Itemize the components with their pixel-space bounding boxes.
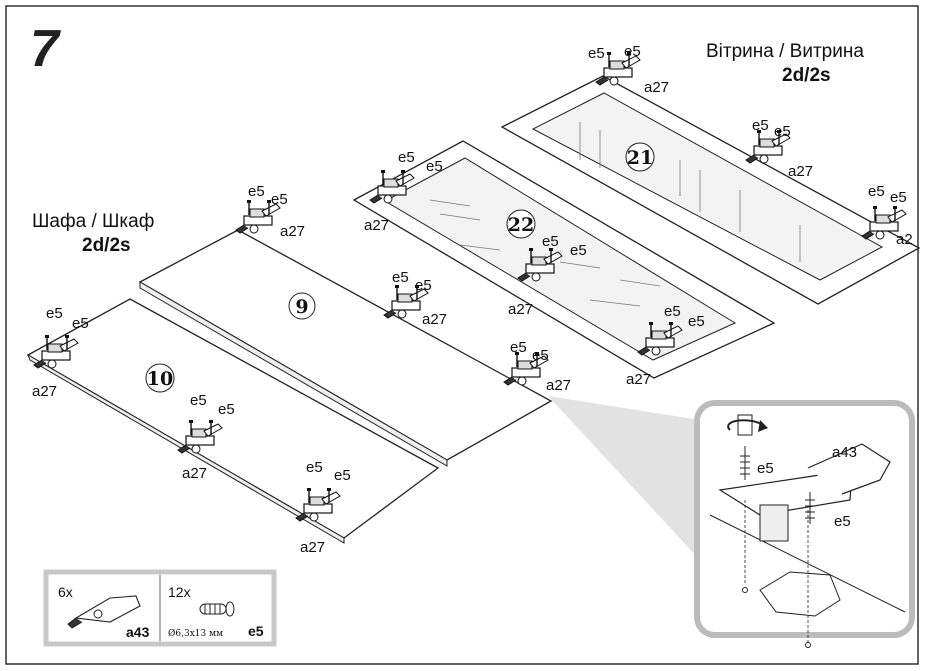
screw-label: e5 [46, 305, 63, 322]
screw-label: e5 [248, 183, 265, 200]
screw-label: e5 [570, 242, 587, 259]
hinge-label: a27 [364, 217, 389, 234]
screw-label: e5 [426, 158, 443, 175]
page-frame [5, 5, 919, 665]
screw-label: e5 [510, 339, 527, 356]
legend-screw-qty: 12x [168, 584, 191, 600]
screw-label: e5 [398, 149, 415, 166]
detail-callout-beam [548, 396, 700, 560]
screw-label: e5 [868, 183, 885, 200]
hinge-label: a27 [300, 539, 325, 556]
legend-hinge-code: a43 [126, 624, 150, 640]
screw-label: e5 [542, 233, 559, 250]
part-label-21: 21 [627, 147, 653, 169]
screw-label: e5 [271, 191, 288, 208]
detail-screw-label: e5 [834, 513, 851, 530]
cabinet-title: Шафа / Шкаф [32, 211, 154, 232]
detail-hinge-label: a43 [832, 444, 857, 461]
legend-screw-icon [199, 601, 235, 617]
screw-label: e5 [306, 459, 323, 476]
hardware-legend [43, 569, 277, 647]
screw-label: e5 [664, 303, 681, 320]
screw-label: e5 [415, 277, 432, 294]
screw-label: e5 [890, 189, 907, 206]
legend-hinge-icon [67, 595, 141, 629]
part-label-9: 9 [295, 296, 308, 318]
hinge-label: a27 [280, 223, 305, 240]
hinge-label: a27 [644, 79, 669, 96]
part-label-22: 22 [508, 214, 534, 236]
detail-screw-label: e5 [757, 460, 774, 477]
step-number: 7 [30, 20, 61, 78]
hinge-detail-inset [694, 400, 915, 648]
screw-label: e5 [218, 401, 235, 418]
hinge-label: a27 [626, 371, 651, 388]
hinge-label: a27 [182, 465, 207, 482]
legend-screw-size: Ø6,3x13 мм [168, 628, 223, 639]
hinge-label: a27 [32, 383, 57, 400]
screw-label: e5 [774, 123, 791, 140]
screw-label: e5 [190, 392, 207, 409]
hinge-label: a27 [788, 163, 813, 180]
showcase-title: Вітрина / Витрина [706, 41, 864, 62]
legend-hinge-qty: 6x [58, 584, 73, 600]
screw-label: e5 [72, 315, 89, 332]
hinge-label: a2 [896, 231, 913, 248]
hinge-label: a27 [508, 301, 533, 318]
legend-screw-code: e5 [248, 623, 264, 639]
cabinet-subtitle: 2d/2s [82, 235, 131, 256]
screw-label: e5 [334, 467, 351, 484]
part-label-10: 10 [147, 368, 173, 390]
screw-label: e5 [532, 347, 549, 364]
screw-label: e5 [624, 43, 641, 60]
screw-label: e5 [752, 117, 769, 134]
showcase-subtitle: 2d/2s [782, 65, 831, 86]
screw-label: e5 [588, 45, 605, 62]
hinge-label: a27 [546, 377, 571, 394]
screw-label: e5 [392, 269, 409, 286]
screw-label: e5 [688, 313, 705, 330]
hinge-label: a27 [422, 311, 447, 328]
